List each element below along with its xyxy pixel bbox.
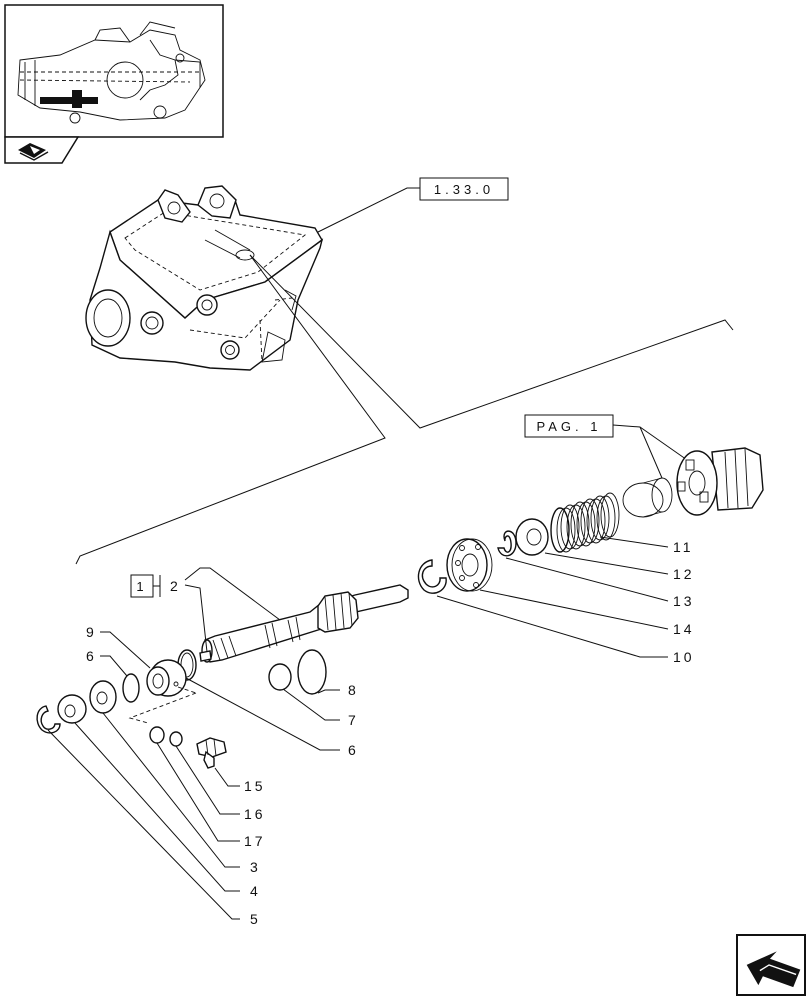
- callout-leaders: [47, 536, 669, 920]
- arrow-next-icon: [746, 951, 801, 988]
- page-reference-label: PAG. 1: [537, 419, 602, 434]
- clutch-cup: [622, 477, 673, 518]
- callout-13[interactable]: 13: [673, 593, 695, 609]
- next-page-button[interactable]: [736, 934, 806, 996]
- callout-10[interactable]: 10: [673, 649, 695, 665]
- splined-hub: [676, 447, 764, 516]
- o-ring-7: [268, 663, 292, 691]
- callout-2[interactable]: 2: [170, 578, 181, 594]
- callout-15[interactable]: 15: [244, 778, 266, 794]
- callout-labels: 2 9 6 6 7 8 10 11 12 13 14 15 16 17 3 4 …: [86, 539, 695, 927]
- fitting-15: [196, 737, 227, 769]
- book-page-icon[interactable]: [18, 143, 49, 161]
- callout-14[interactable]: 14: [673, 621, 695, 637]
- callout-17[interactable]: 17: [244, 833, 266, 849]
- kit-reference-label: 1: [136, 579, 147, 594]
- callout-16[interactable]: 16: [244, 806, 266, 822]
- callout-9[interactable]: 9: [86, 624, 97, 640]
- callout-11[interactable]: 11: [673, 539, 694, 555]
- gear-housing: [85, 185, 324, 371]
- assembly-reference-box[interactable]: 1.33.0: [419, 177, 509, 201]
- thumbnail-highlight-shaft: [40, 97, 98, 104]
- assembly-reference-label: 1.33.0: [434, 182, 494, 197]
- callout-8[interactable]: 8: [348, 682, 359, 698]
- overview-thumbnail[interactable]: [4, 4, 224, 164]
- coil-spring: [550, 492, 620, 553]
- page-reference-box[interactable]: PAG. 1: [524, 414, 614, 438]
- washer-12: [515, 518, 549, 556]
- circlip-13: [497, 530, 517, 557]
- circlip-5: [36, 705, 61, 734]
- washer-4: [57, 694, 87, 724]
- pin-2: [199, 650, 212, 662]
- callout-6-right[interactable]: 6: [348, 742, 359, 758]
- callout-5[interactable]: 5: [250, 911, 261, 927]
- snap-ring-10: [417, 559, 447, 594]
- sleeve-9: [146, 659, 187, 697]
- bearing-14: [446, 538, 493, 592]
- callout-6-left[interactable]: 6: [86, 648, 97, 664]
- washer-3: [89, 680, 117, 714]
- kit-reference-box[interactable]: 1: [130, 574, 154, 598]
- main-shaft: [201, 584, 409, 663]
- o-ring-8: [297, 649, 327, 695]
- ring-16: [169, 731, 183, 747]
- callout-4[interactable]: 4: [250, 883, 261, 899]
- thumbnail-housing-sketch: [17, 21, 206, 124]
- ring-17: [149, 726, 165, 744]
- callout-7[interactable]: 7: [348, 712, 359, 728]
- callout-12[interactable]: 12: [673, 566, 695, 582]
- callout-3[interactable]: 3: [250, 859, 261, 875]
- o-ring-6: [122, 673, 140, 703]
